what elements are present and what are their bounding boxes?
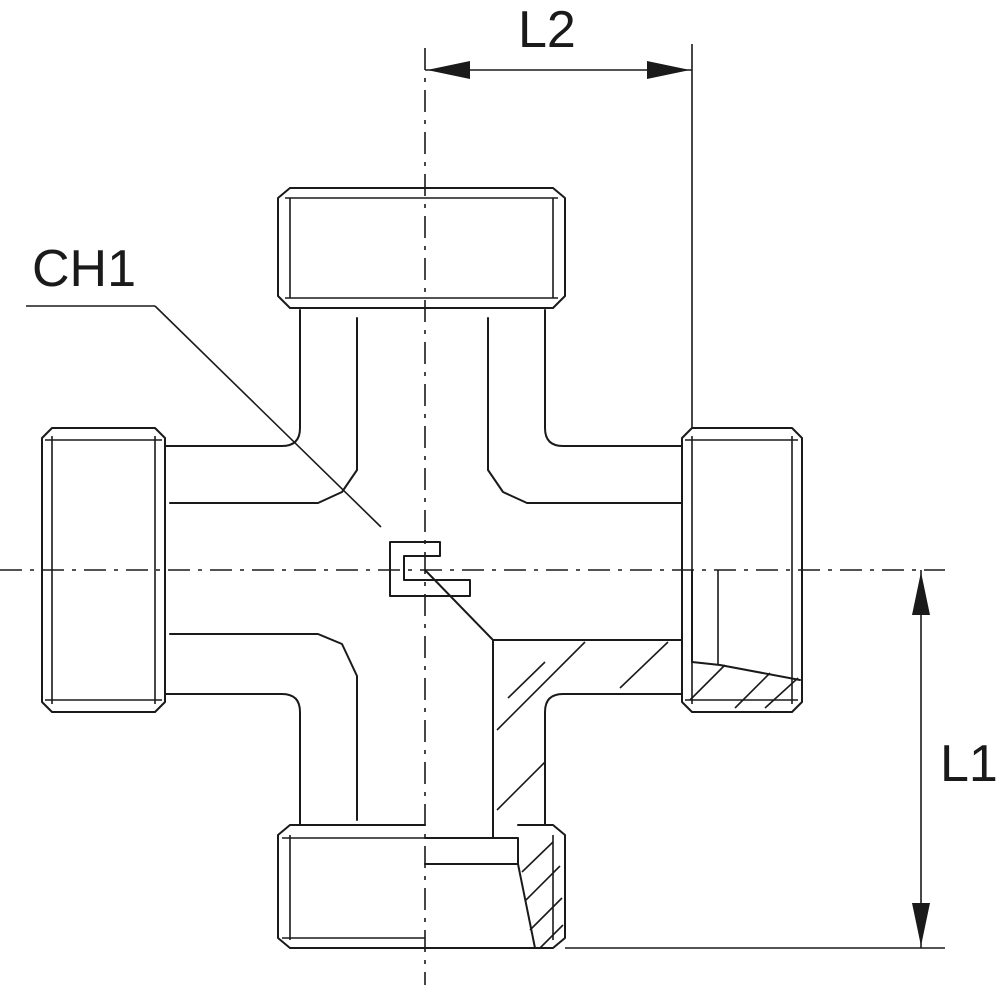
cross-body [164, 309, 683, 839]
l2-dimension: L2 [425, 1, 693, 428]
section-hatching [496, 641, 669, 811]
l2-label: L2 [518, 1, 576, 59]
l1-dimension: L1 [565, 570, 998, 949]
right-nut [681, 427, 803, 713]
bottom-nut [277, 824, 566, 949]
l1-arrow-top [912, 572, 930, 615]
l2-arrow-right [647, 61, 690, 79]
l1-label: L1 [940, 735, 998, 793]
ch1-label: CH1 [32, 240, 136, 298]
ch1-leader-diagonal [154, 305, 382, 528]
center-lines [0, 48, 945, 985]
l2-arrow-left [427, 61, 470, 79]
ch1-callout: CH1 [26, 240, 382, 528]
top-nut [277, 187, 566, 309]
left-nut [41, 427, 166, 713]
l1-arrow-bottom [912, 903, 930, 946]
centerline-symbol [389, 541, 471, 597]
